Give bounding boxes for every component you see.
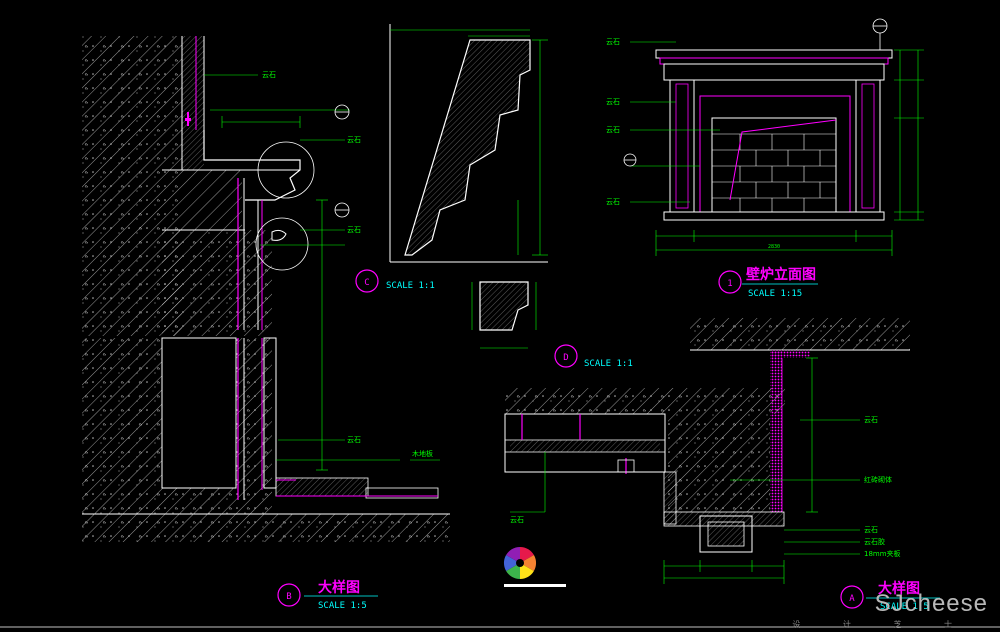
fireplace-marker: 1 <box>727 279 732 289</box>
color-wheel-logo <box>503 546 537 580</box>
detail-b-title: 大样图 <box>318 579 360 596</box>
label-a-2: 云石胶 <box>864 537 885 546</box>
label-a-lt-stone: 云石 <box>510 516 524 524</box>
detail-d-profile: D SCALE 1:1 <box>471 281 633 369</box>
label-a-1: 云石 <box>864 526 878 534</box>
fireplace-scale: SCALE 1:15 <box>748 289 802 299</box>
detail-c-marker: C <box>364 278 369 288</box>
watermark-sub: 设 计 芝 士 <box>792 620 972 629</box>
label-stone-2: 云石 <box>347 136 361 144</box>
detail-a-scale: SCALE 1:5 <box>880 602 929 612</box>
detail-a-marker: A <box>849 594 855 604</box>
detail-a-title: 大样图 <box>878 580 920 597</box>
detail-b-section: 云石 云石 云石 云石 木地板 B 大样图 SCALE 1:5 <box>82 36 450 611</box>
label-stone-1: 云石 <box>262 71 276 79</box>
detail-b-marker: B <box>286 592 291 602</box>
label-a-3: 18mm夹板 <box>864 549 901 558</box>
detail-c-profile: C SCALE 1:1 <box>355 24 548 293</box>
label-fp-stone-3: 云石 <box>606 126 620 134</box>
label-a-wall: 红砖砌体 <box>864 475 892 484</box>
label-stone-3: 云石 <box>347 226 361 234</box>
label-fp-stone-2: 云石 <box>606 98 620 106</box>
label-stone-4: 云石 <box>347 436 361 444</box>
label-a-stone-top: 云石 <box>864 416 878 424</box>
fireplace-overall-dim: 2830 <box>768 244 780 250</box>
logo-underline <box>504 584 566 587</box>
moulding-profile <box>404 39 531 256</box>
detail-d-scale: SCALE 1:1 <box>584 359 633 369</box>
label-fp-stone-1: 云石 <box>606 38 620 46</box>
detail-c-scale: SCALE 1:1 <box>386 281 435 291</box>
detail-d-marker: D <box>563 353 568 363</box>
watermark: SJcheese <box>874 590 988 617</box>
fireplace-title: 壁炉立面图 <box>746 266 816 283</box>
detail-b-scale: SCALE 1:5 <box>318 601 367 611</box>
detail-b-marker-circle <box>277 583 301 607</box>
detail-a-section: 云石 红砖砌体 云石 云石胶 18mm夹板 云石 A 大样图 SCALE 1:5 <box>503 318 940 612</box>
label-fp-stone-4: 云石 <box>606 198 620 206</box>
fireplace-elevation: 云石 云石 云石 云石 2830 1 <box>606 18 924 299</box>
label-wood-floor: 木地板 <box>412 449 433 458</box>
